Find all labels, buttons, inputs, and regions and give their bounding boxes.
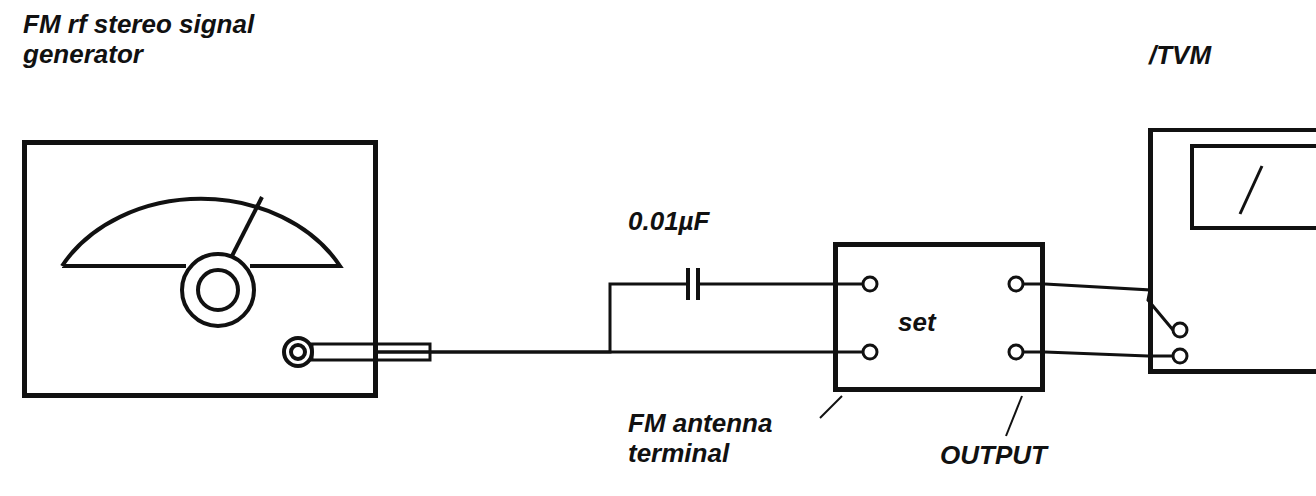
lead-wire bbox=[838, 351, 863, 354]
meter-needle bbox=[232, 197, 262, 256]
wire bbox=[378, 284, 833, 352]
terminal bbox=[1009, 277, 1023, 291]
wire bbox=[1045, 352, 1173, 356]
terminal bbox=[1009, 345, 1023, 359]
lead-wire bbox=[1023, 283, 1040, 286]
capacitor-value: 0.01µF bbox=[628, 206, 768, 236]
tvm-box: /TVM bbox=[1148, 128, 1316, 374]
terminal bbox=[863, 277, 877, 291]
output-jack-inner bbox=[291, 345, 305, 359]
meter-knob-center bbox=[198, 270, 238, 310]
wire bbox=[378, 351, 833, 354]
output-jack bbox=[284, 338, 312, 366]
terminal bbox=[1173, 323, 1187, 337]
meter-knob bbox=[182, 254, 254, 326]
box-heading: FM rf stereo signal generator bbox=[23, 9, 283, 69]
lead-wire bbox=[1023, 351, 1040, 354]
signal-generator-box: FM rf stereo signal generator bbox=[22, 140, 378, 398]
wire bbox=[1045, 284, 1173, 330]
lead-wire bbox=[838, 283, 863, 286]
terminal bbox=[1173, 349, 1187, 363]
box-label: set bbox=[898, 307, 936, 337]
capacitor-plate bbox=[686, 268, 690, 300]
capacitor-plate bbox=[696, 268, 700, 300]
meter-needle bbox=[1240, 166, 1262, 214]
output-label: OUTPUT bbox=[940, 440, 1120, 470]
box-heading: /TVM bbox=[1149, 40, 1289, 70]
leader-line bbox=[820, 396, 842, 418]
meter-scale bbox=[62, 199, 340, 266]
meter-window bbox=[1192, 146, 1316, 228]
terminal bbox=[863, 345, 877, 359]
leader-line bbox=[1006, 396, 1022, 436]
terminal-label: FM antenna terminal bbox=[628, 408, 828, 468]
set-box: set bbox=[833, 242, 1045, 392]
